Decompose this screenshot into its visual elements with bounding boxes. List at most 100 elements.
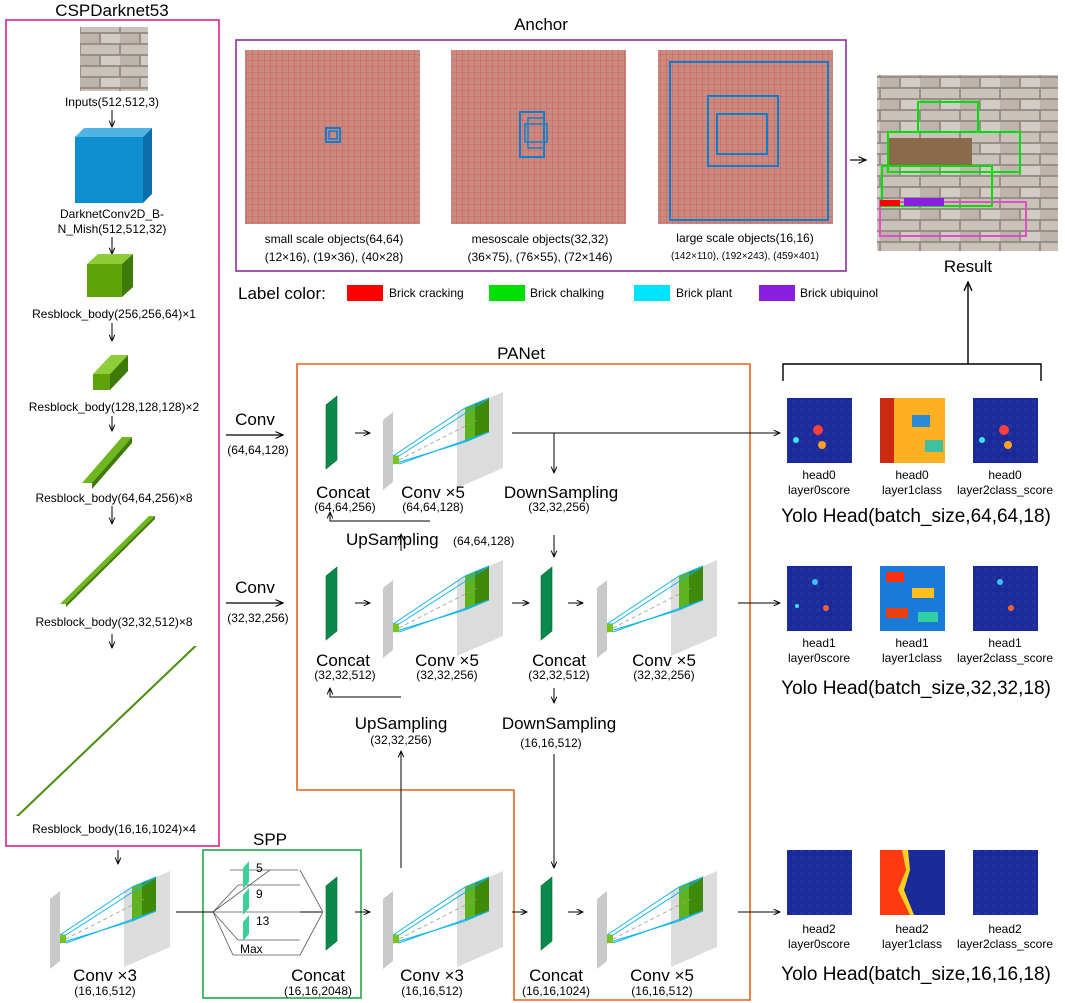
panet-title: PANet — [497, 344, 545, 363]
result-title: Result — [943, 257, 993, 276]
spp-kernel-5: 5 — [256, 861, 263, 875]
bottom-conv3-dims: (16,16,512) — [74, 984, 136, 998]
head0-class-name: head0 — [895, 468, 929, 482]
backbone-title: CSPDarknet53 — [55, 1, 169, 20]
anchor-meso-image — [451, 50, 626, 224]
concat-r2a-dims: (32,32,512) — [314, 668, 376, 682]
concat-spp — [325, 876, 338, 951]
conv-a-label: Conv — [235, 410, 275, 429]
resblock-4-shape — [60, 516, 155, 607]
anchor-large-label: large scale objects(16,16) — [676, 231, 814, 245]
anchor-small-image — [245, 50, 420, 224]
anchor-frame — [235, 39, 847, 272]
anchor-small-sizes: (12×16), (19×36), (40×28) — [264, 250, 404, 264]
anchor-title: Anchor — [514, 15, 568, 34]
bottom-conv3-label: Conv ×3 — [73, 966, 137, 985]
concat-r2b-label: Concat — [532, 651, 586, 670]
concat-bottom — [540, 876, 553, 951]
upsampling-2-dims: (32,32,256) — [370, 733, 432, 747]
concat-r2b-dims: (32,32,512) — [528, 668, 590, 682]
convset-bottom-a — [382, 870, 504, 970]
spp-kernel-9: 9 — [256, 887, 263, 901]
resblock-2-shape — [93, 355, 128, 390]
resblock-3-label: Resblock_body(64,64,256)×8 — [35, 491, 193, 505]
upsampling-1-dims: (64,64,128) — [453, 534, 515, 548]
bottom-concat-label: Concat — [529, 966, 583, 985]
bottom-conv5-dims: (16,16,512) — [631, 984, 693, 998]
yolo-head-0: Yolo Head(batch_size,64,64,18) — [781, 506, 1051, 527]
upsampling-2-label: UpSampling — [354, 714, 448, 733]
conv-b-label: Conv — [235, 578, 275, 597]
spp-concat-label: Concat — [291, 966, 345, 985]
downsampling-1-label: DownSampling — [503, 483, 619, 502]
concat-r1-dims: (64,64,256) — [314, 500, 376, 514]
downsampling-2-label: DownSampling — [501, 714, 617, 733]
head2-score-name: head2 — [802, 922, 836, 936]
head1-score-name: head1 — [802, 636, 836, 650]
head2-score-sub: layer0score — [787, 937, 851, 951]
conv5-r2a-label: Conv ×5 — [415, 651, 479, 670]
bottom-conv3b-label: Conv ×3 — [400, 966, 464, 985]
upsampling-1-label: UpSampling — [346, 530, 439, 549]
legend-label-plant: Brick plant — [676, 286, 733, 300]
head2-class-name: head2 — [895, 922, 929, 936]
head0-class-sub: layer1class — [881, 483, 943, 497]
anchor-large-image — [658, 50, 833, 224]
input-image — [80, 27, 148, 91]
panet-frame — [296, 363, 751, 1001]
resblock-1-shape — [87, 254, 133, 297]
legend-label-cracking: Brick cracking — [389, 286, 464, 300]
head2-cs-sub: layer2class_score — [956, 937, 1054, 951]
convset-backbone-out — [49, 870, 171, 970]
concat-r1 — [325, 395, 338, 470]
spp-frame — [202, 849, 362, 999]
conv-label-2: N_Mish(512,512,32) — [57, 222, 167, 236]
head1-cs-sub: layer2class_score — [956, 651, 1054, 665]
bottom-concat-dims: (16,16,1024) — [521, 984, 591, 998]
head1-cs-name: head1 — [988, 636, 1022, 650]
legend-swatch-plant — [634, 285, 670, 301]
conv5-r2b-dims: (32,32,256) — [633, 668, 695, 682]
resblock-5-shape — [16, 646, 197, 816]
result-image — [877, 75, 1058, 251]
legend-swatch-chalking — [489, 285, 525, 301]
bottom-conv3b-dims: (16,16,512) — [401, 984, 463, 998]
conv-label-1: DarknetConv2D_B- — [59, 207, 165, 221]
conv-b-dims: (32,32,256) — [227, 611, 289, 625]
spp-kernels — [212, 861, 324, 956]
anchor-meso-label: mesoscale objects(32,32) — [471, 232, 609, 246]
spp-max-label: Max — [240, 942, 263, 956]
conv5-r1-label: Conv ×5 — [401, 483, 465, 502]
resblock-5-label: Resblock_body(16,16,1024)×4 — [32, 822, 196, 836]
head1-class-name: head1 — [895, 636, 929, 650]
concat-r2b — [540, 566, 553, 641]
head1-class-sub: layer1class — [881, 651, 943, 665]
yolo-head-1: Yolo Head(batch_size,32,32,18) — [781, 678, 1051, 699]
concat-r2a — [325, 566, 338, 641]
head0-cs-sub: layer2class_score — [956, 483, 1054, 497]
bottom-conv5-label: Conv ×5 — [630, 966, 694, 985]
anchor-meso-sizes: (36×75), (76×55), (72×146) — [467, 250, 613, 264]
resblock-1-label: Resblock_body(256,256,64)×1 — [32, 307, 196, 321]
convset-r2b — [596, 559, 718, 659]
conv5-r2a-dims: (32,32,256) — [416, 668, 478, 682]
inputs-label: Inputs(512,512,3) — [64, 95, 160, 109]
downsampling-1-dims: (32,32,256) — [528, 500, 590, 514]
legend-label-ubiquinol: Brick ubiquinol — [800, 286, 879, 300]
conv-a-dims: (64,64,128) — [227, 443, 289, 457]
head1-score-sub: layer0score — [787, 651, 851, 665]
spp-concat-dims: (16,16,2048) — [283, 984, 353, 998]
head0-cs-name: head0 — [988, 468, 1022, 482]
resblock-2-label: Resblock_body(128,128,128)×2 — [28, 400, 200, 414]
legend-swatch-cracking — [347, 285, 383, 301]
conv5-r2b-label: Conv ×5 — [632, 651, 696, 670]
spp-kernel-13: 13 — [256, 914, 270, 928]
anchor-large-sizes: (142×110), (192×243), (459×401) — [671, 251, 819, 262]
legend-label-chalking: Brick chalking — [530, 286, 605, 300]
spp-title: SPP — [252, 830, 288, 849]
head2-class-sub: layer1class — [881, 937, 943, 951]
resblock-4-label: Resblock_body(32,32,512)×8 — [35, 615, 193, 629]
backbone-frame — [5, 19, 220, 847]
resblock-3-shape — [82, 437, 132, 489]
